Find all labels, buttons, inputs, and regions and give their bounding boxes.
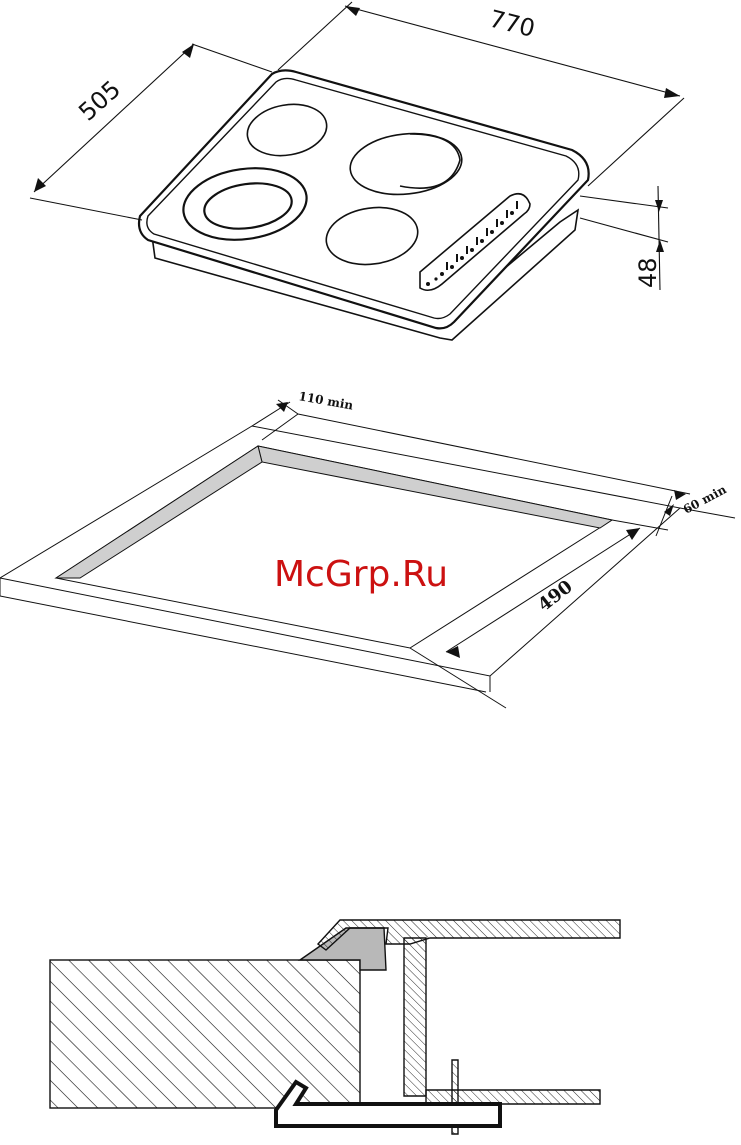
hob-side-wall	[404, 938, 426, 1096]
front-clearance-label: 60 min	[681, 482, 729, 516]
hob-perspective-figure	[139, 70, 589, 340]
hob-width-label: 770	[487, 5, 538, 43]
hob-depth-label: 505	[73, 75, 126, 126]
worktop-section	[50, 960, 360, 1108]
rear-clearance-label: 110 min	[297, 389, 354, 412]
hob-height-label: 48	[634, 257, 662, 288]
cross-section-figure	[50, 920, 620, 1134]
watermark: McGrp.Ru	[274, 554, 448, 595]
